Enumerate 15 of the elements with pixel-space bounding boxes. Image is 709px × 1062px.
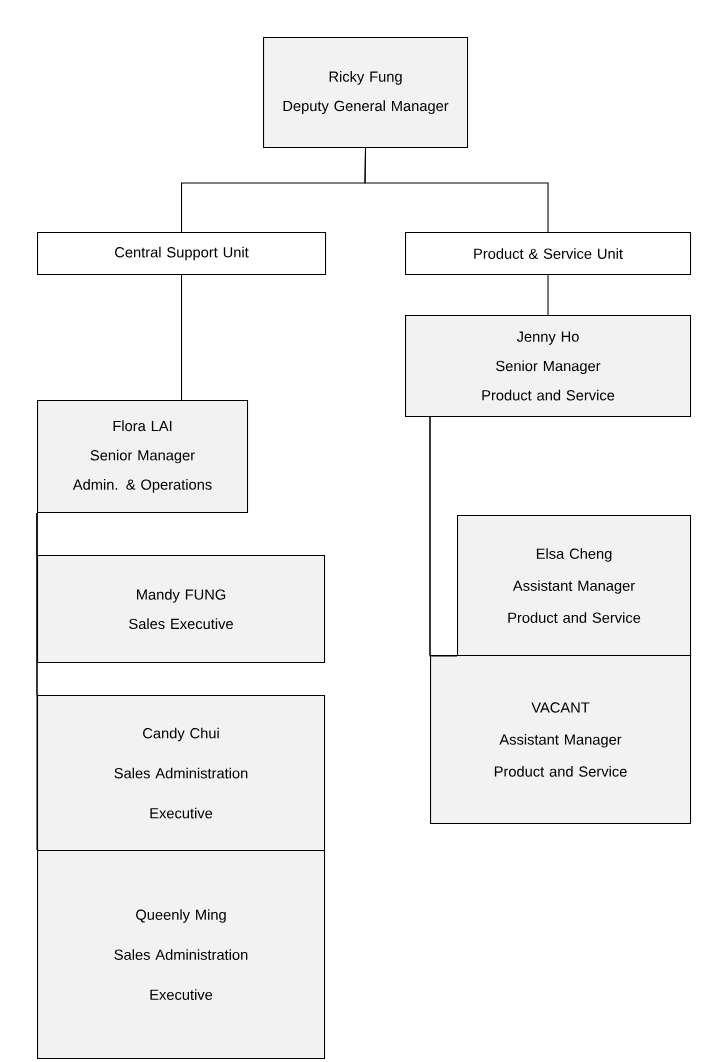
person-box: Queenly Ming Sales Administration Executive xyxy=(37,850,326,1060)
connector-line xyxy=(429,416,431,656)
person-box: Mandy FUNG Sales Executive xyxy=(37,555,326,664)
person-box: Flora LAI Senior Manager Admin. & Operations xyxy=(37,400,249,514)
person-box: Candy Chui Sales Administration Executive xyxy=(37,695,326,852)
connector-line xyxy=(181,274,183,401)
connector-line xyxy=(36,512,38,851)
person-box: Ricky Fung Deputy General Manager xyxy=(263,37,469,149)
unit-box: Product & Service Unit xyxy=(405,232,692,276)
person-box: Jenny Ho Senior Manager Product and Service xyxy=(405,315,692,418)
connector-line xyxy=(547,274,549,316)
connector-line xyxy=(364,147,549,233)
unit-box: Central Support Unit xyxy=(37,232,327,276)
person-box: Elsa Cheng Assistant Manager Product and Service xyxy=(457,515,692,657)
person-box: VACANT Assistant Manager Product and Service xyxy=(430,655,692,825)
